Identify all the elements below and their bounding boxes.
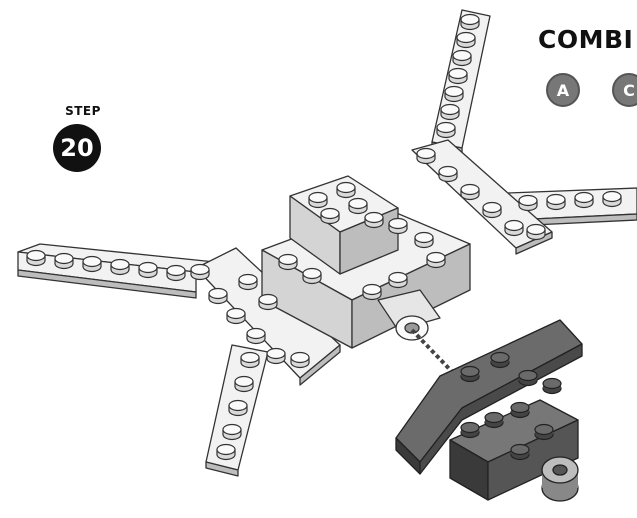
dark-sub-assembly — [396, 320, 582, 501]
